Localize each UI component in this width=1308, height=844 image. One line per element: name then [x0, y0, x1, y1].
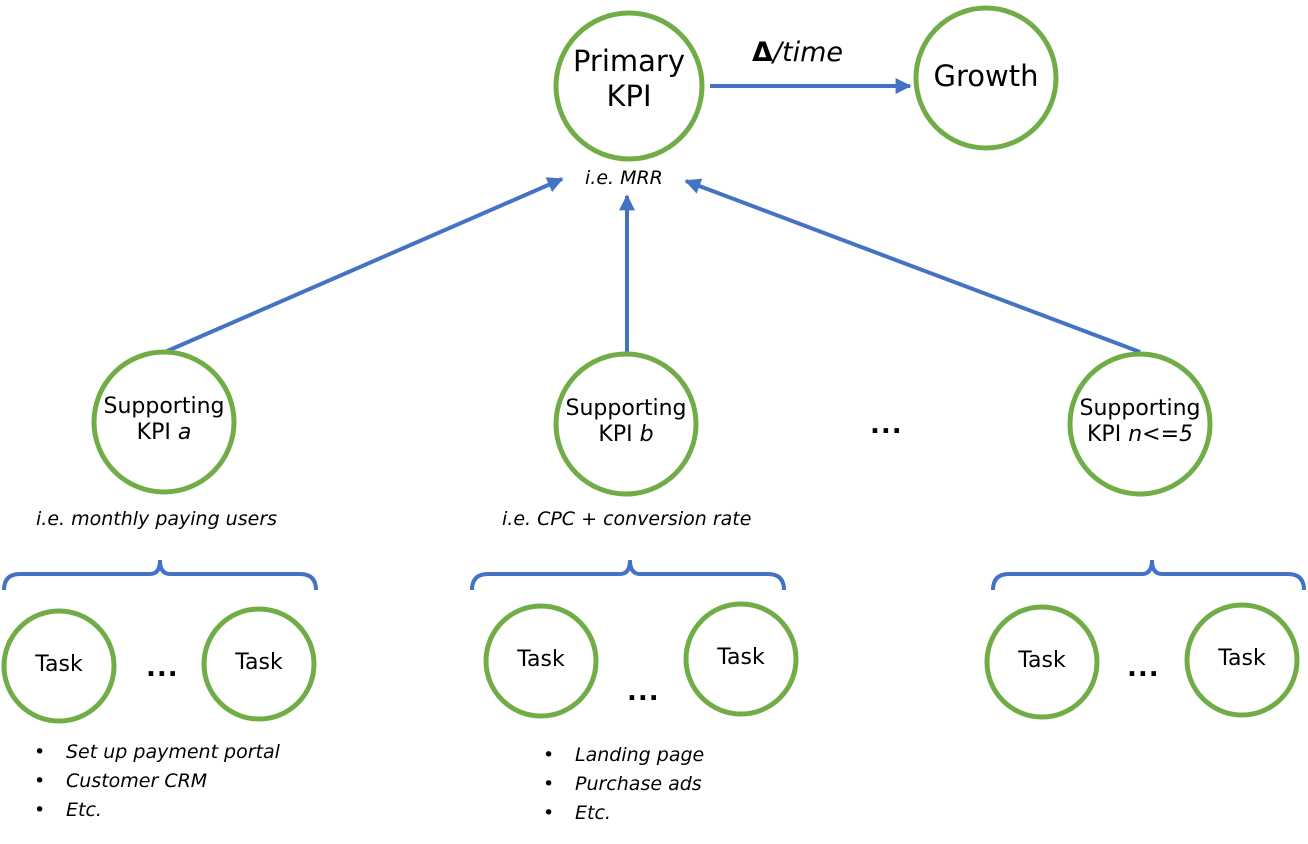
- task-b1-label: Task: [517, 647, 565, 672]
- supporting-kpi-n-line2: KPI n<=5: [1070, 422, 1210, 448]
- supporting-kpi-b-example: i.e. CPC + conversion rate: [502, 508, 752, 530]
- delta-time-text: /time: [772, 37, 844, 68]
- supporting-kpi-a-var: a: [177, 420, 192, 446]
- task-bracket-n: [991, 559, 1306, 591]
- list-item: Etc.: [34, 796, 280, 825]
- supporting-kpi-ellipsis: ...: [870, 410, 903, 440]
- task-list-b: Landing page Purchase ads Etc.: [543, 741, 704, 828]
- supporting-kpi-n-line1: Supporting: [1079, 396, 1201, 421]
- node-task-a2: [201, 606, 317, 722]
- list-item: Set up payment portal: [34, 738, 280, 767]
- primary-kpi-label-line2: KPI: [606, 78, 652, 113]
- edge-label-delta-time: Δ/time: [752, 37, 843, 68]
- node-task-b2: [683, 601, 799, 717]
- list-item: Customer CRM: [34, 767, 280, 796]
- supporting-kpi-b-var: b: [639, 422, 654, 448]
- supporting-kpi-b-prefix: KPI: [598, 422, 640, 448]
- growth-label: Growth: [933, 59, 1039, 93]
- primary-kpi-label-line1: Primary: [572, 44, 686, 78]
- supporting-kpi-a-line2: KPI a: [94, 420, 234, 446]
- task-list-a: Set up payment portal Customer CRM Etc.: [34, 738, 280, 825]
- task-n2-label: Task: [1218, 646, 1266, 671]
- supporting-kpi-b-line1: Supporting: [565, 396, 687, 421]
- supporting-kpi-n-label: Supporting KPI n<=5: [1070, 396, 1210, 449]
- edge-support-n-to-primary: [684, 178, 1141, 354]
- primary-kpi-example: i.e. MRR: [585, 167, 663, 189]
- supporting-kpi-n-prefix: KPI: [1087, 422, 1129, 448]
- task-a1-label: Task: [35, 652, 83, 677]
- node-supporting-kpi-n: [1067, 351, 1213, 497]
- task-n-ellipsis: ...: [1127, 653, 1160, 683]
- primary-kpi-label: Primary KPI: [556, 44, 702, 114]
- task-b-ellipsis: ...: [627, 677, 660, 707]
- node-task-a1: [1, 608, 117, 724]
- list-item: Landing page: [543, 741, 704, 770]
- node-primary-kpi: [553, 10, 705, 162]
- task-b2-label: Task: [717, 645, 765, 670]
- task-a-ellipsis: ...: [146, 653, 179, 683]
- node-supporting-kpi-a: [91, 349, 237, 495]
- task-bracket-a: [2, 559, 318, 591]
- supporting-kpi-a-prefix: KPI: [136, 420, 178, 446]
- supporting-kpi-b-label: Supporting KPI b: [556, 396, 696, 449]
- node-task-n2: [1184, 602, 1300, 718]
- supporting-kpi-a-example: i.e. monthly paying users: [36, 508, 278, 530]
- supporting-kpi-a-line1: Supporting: [103, 394, 225, 419]
- supporting-kpi-n-var: n<=5: [1128, 422, 1193, 448]
- supporting-kpi-a-label: Supporting KPI a: [94, 394, 234, 447]
- delta-symbol: Δ: [752, 37, 773, 68]
- node-growth: [913, 5, 1059, 151]
- node-task-b1: [483, 603, 599, 719]
- task-n1-label: Task: [1018, 648, 1066, 673]
- task-bracket-b: [470, 559, 786, 591]
- edge-support-a-to-primary: [164, 177, 564, 354]
- node-task-n1: [984, 604, 1100, 720]
- list-item: Purchase ads: [543, 770, 704, 799]
- task-a2-label: Task: [235, 650, 283, 675]
- node-supporting-kpi-b: [553, 351, 699, 497]
- supporting-kpi-b-line2: KPI b: [556, 422, 696, 448]
- list-item: Etc.: [543, 799, 704, 828]
